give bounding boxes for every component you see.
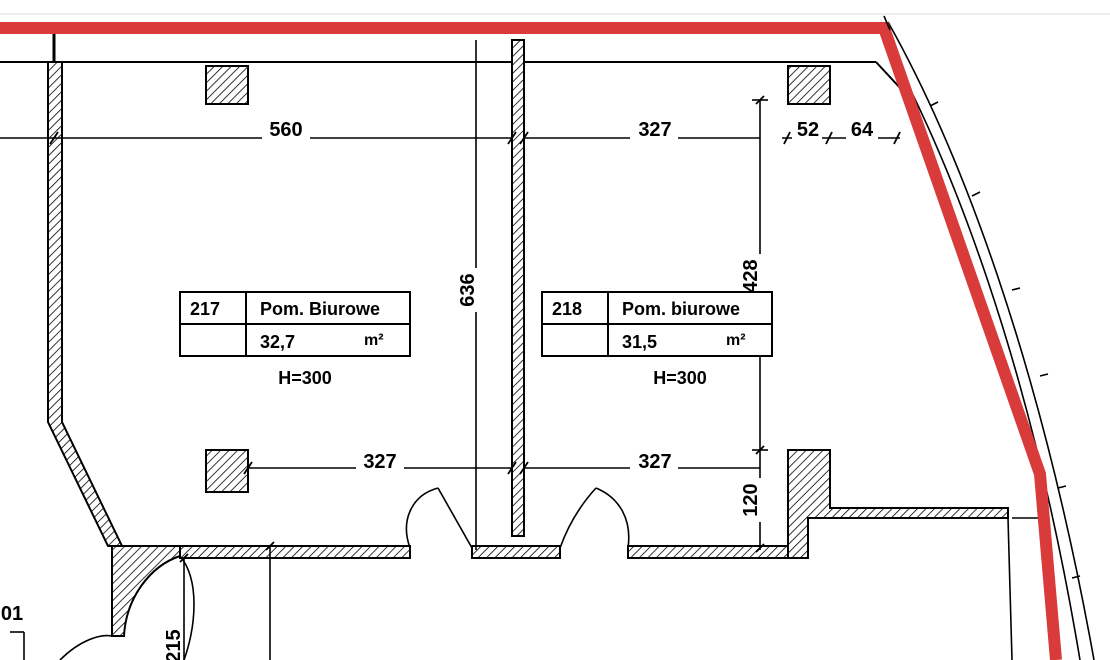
room-217-number: 217: [190, 299, 220, 319]
room-number-fragment: 01: [1, 603, 23, 625]
right-column: [787, 449, 1009, 559]
dim-215: 215: [163, 629, 185, 660]
dim-52: 52: [797, 119, 819, 141]
door-swings: [405, 487, 630, 549]
room-217-name: Pom. Biurowe: [260, 299, 380, 319]
room-217-area: 32,7: [260, 332, 295, 352]
hatched-columns: [205, 65, 831, 493]
door-swing-lower: [59, 634, 113, 660]
door-swing-left: [179, 555, 195, 660]
dim-120: 120: [740, 483, 762, 516]
room-218-unit: m²: [726, 332, 746, 349]
dim-560: 560: [269, 119, 302, 141]
room-218-area: 31,5: [622, 332, 657, 352]
dimension-labels: 560 327 52 64 327 327 636 428 120 215 01: [1, 118, 878, 660]
dim-327-bottom-right: 327: [638, 451, 671, 473]
bottom-wall: [179, 545, 797, 559]
room-218-height: H=300: [653, 368, 707, 388]
dim-327-top: 327: [638, 119, 671, 141]
room-218-name: Pom. biurowe: [622, 299, 740, 319]
dim-64: 64: [851, 119, 874, 141]
room-217-height: H=300: [278, 368, 332, 388]
left-wall: [47, 61, 124, 547]
dim-428: 428: [740, 259, 762, 292]
boundary-line: [0, 22, 1062, 660]
partition-wall: [511, 39, 525, 537]
corner-column: [111, 545, 181, 637]
room-217-unit: m²: [364, 332, 384, 349]
dim-327-bottom-left: 327: [363, 451, 396, 473]
dim-636: 636: [457, 273, 479, 306]
room-217-label: 217 Pom. Biurowe 32,7 m² H=300: [179, 291, 411, 388]
room-218-number: 218: [552, 299, 582, 319]
room-218-label: 218 Pom. biurowe 31,5 m² H=300: [541, 291, 773, 388]
room-outline: [0, 61, 903, 91]
